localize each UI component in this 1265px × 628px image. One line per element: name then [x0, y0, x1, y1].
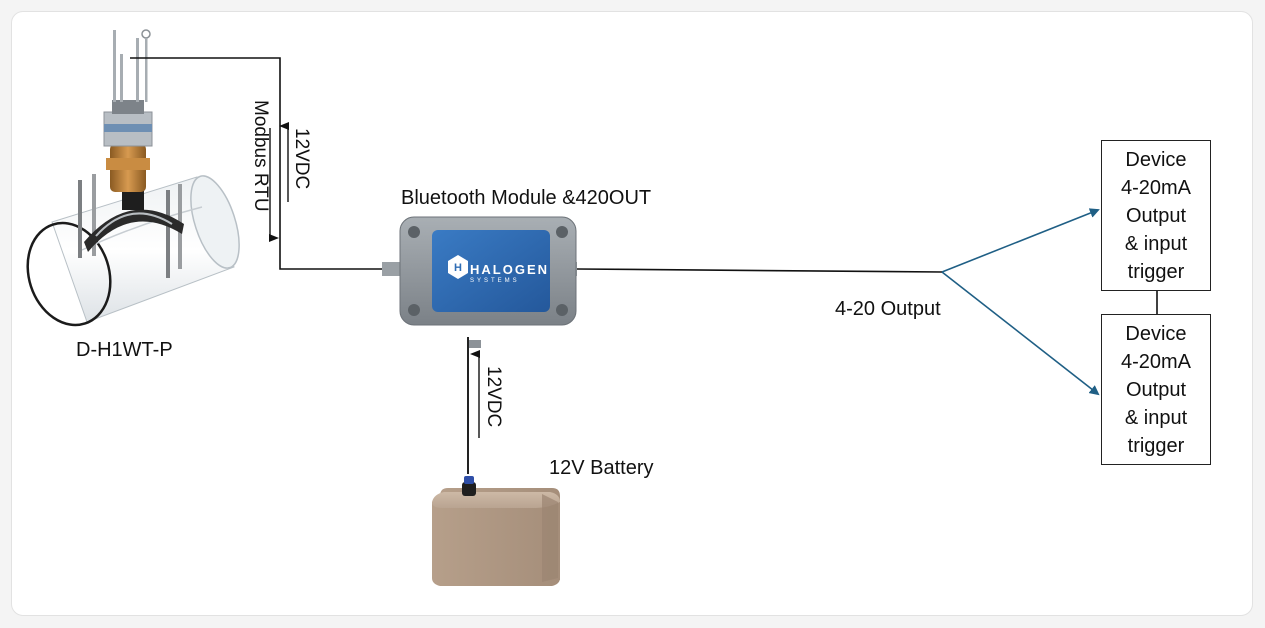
modbus-wire: [130, 57, 397, 270]
device-line: Device: [1125, 148, 1187, 171]
device-box-bottom: Device 4-20mA Output & input trigger: [1101, 314, 1211, 465]
brand-sub: SYSTEMS: [470, 278, 520, 284]
device-line: trigger: [1127, 434, 1185, 457]
module-brand-logo: HALOGEN SYSTEMS: [470, 262, 549, 284]
modbus-label: Modbus RTU: [250, 100, 271, 212]
device-line: 4-20mA: [1120, 350, 1192, 373]
sensor-label: D-H1WT-P: [76, 339, 173, 361]
device-line: Output: [1125, 204, 1187, 227]
device-line: & input: [1124, 406, 1188, 429]
battery-icon: [432, 476, 560, 586]
device-line: Output: [1125, 378, 1187, 401]
output-arrow-top: [941, 208, 1100, 273]
device-line: trigger: [1127, 260, 1185, 283]
svg-text:H: H: [454, 262, 462, 274]
diagram-graphics: H: [26, 29, 1158, 586]
battery-power-label: 12VDC: [483, 366, 504, 428]
device-box-top: Device 4-20mA Output & input trigger: [1101, 140, 1211, 291]
diagram-canvas: H D-H1WT-P Bluetooth Module &420OUT 4-20…: [11, 11, 1253, 616]
battery-label: 12V Battery: [549, 457, 654, 479]
device-line: Device: [1125, 322, 1187, 345]
output-wire: [576, 268, 943, 273]
pipe-sensor-icon: [26, 29, 240, 327]
output-arrow-bottom: [941, 271, 1100, 396]
bluetooth-module-icon: H: [382, 216, 577, 348]
device-line: 4-20mA: [1120, 176, 1192, 199]
sensor-power-label: 12VDC: [291, 128, 312, 190]
output-label: 4-20 Output: [835, 298, 941, 320]
device-line: & input: [1124, 232, 1188, 255]
module-label: Bluetooth Module &420OUT: [401, 187, 652, 209]
brand-name: HALOGEN: [470, 262, 549, 277]
